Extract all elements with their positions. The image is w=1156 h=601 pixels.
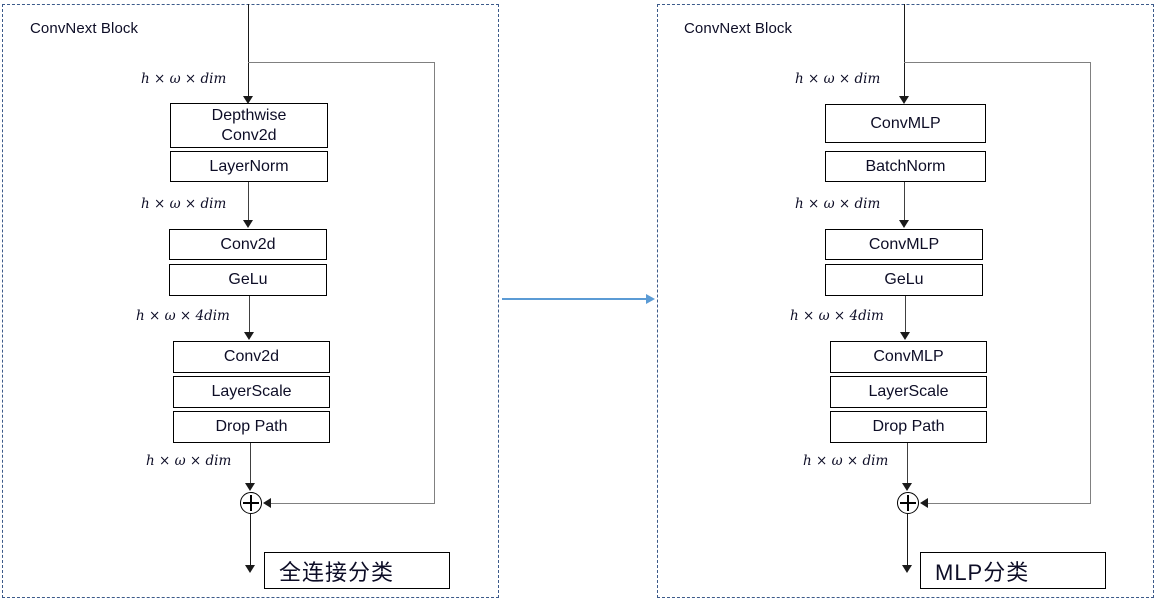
right-output-arrowhead	[902, 565, 912, 573]
left-block-depthwise-conv2d: Depthwise Conv2d	[170, 103, 328, 148]
right-classifier-box: MLP分类	[920, 552, 1106, 589]
right-shape-label-in: h × ω × dim	[795, 71, 881, 87]
right-block-batchnorm: BatchNorm	[825, 151, 986, 182]
left-block-drop-path: Drop Path	[173, 411, 330, 443]
right-input-line	[904, 4, 905, 99]
left-input-arrowhead	[243, 96, 253, 104]
right-bypass-right-segment	[1090, 62, 1091, 503]
right-bypass-arrowhead	[920, 498, 928, 508]
left-link-3-line	[250, 443, 251, 485]
panel-connector-arrowhead	[646, 294, 655, 304]
left-shape-label-expand: h × ω × 4dim	[136, 308, 230, 324]
left-output-arrowhead	[245, 565, 255, 573]
right-block-convmlp-2: ConvMLP	[825, 229, 983, 260]
left-bypass-right-segment	[434, 62, 435, 503]
right-link-3-line	[907, 443, 908, 485]
left-link-2-arrowhead	[244, 332, 254, 340]
left-input-line	[248, 4, 249, 99]
right-bypass-top-segment	[904, 62, 1090, 63]
right-link-1-arrowhead	[899, 220, 909, 228]
right-shape-label-mid: h × ω × dim	[795, 196, 881, 212]
right-link-2-arrowhead	[900, 332, 910, 340]
left-block-layernorm: LayerNorm	[170, 151, 328, 182]
right-bypass-bottom-segment	[925, 503, 1091, 504]
left-residual-add-node	[240, 492, 262, 514]
right-shape-label-expand: h × ω × 4dim	[790, 308, 884, 324]
right-block-convmlp-1: ConvMLP	[825, 104, 986, 143]
right-link-2-line	[905, 296, 906, 334]
left-block-conv2d-2: Conv2d	[173, 341, 330, 373]
panel-right-convnext-block	[657, 4, 1154, 598]
left-shape-label-mid: h × ω × dim	[141, 196, 227, 212]
panel-left-convnext-block	[2, 4, 499, 598]
left-block-layerscale: LayerScale	[173, 376, 330, 408]
left-link-3-arrowhead	[245, 483, 255, 491]
right-link-1-line	[904, 182, 905, 222]
left-classifier-box: 全连接分类	[264, 552, 450, 589]
right-block-gelu: GeLu	[825, 264, 983, 296]
right-shape-label-out: h × ω × dim	[803, 453, 889, 469]
left-block-conv2d-1: Conv2d	[169, 229, 327, 260]
left-bypass-bottom-segment	[268, 503, 435, 504]
left-block-gelu: GeLu	[169, 264, 327, 296]
right-link-3-arrowhead	[902, 483, 912, 491]
left-shape-label-out: h × ω × dim	[146, 453, 232, 469]
left-link-2-line	[249, 296, 250, 334]
right-input-arrowhead	[899, 96, 909, 104]
right-block-layerscale: LayerScale	[830, 376, 987, 408]
left-bypass-arrowhead	[263, 498, 271, 508]
left-bypass-top-segment	[248, 62, 434, 63]
right-block-drop-path: Drop Path	[830, 411, 987, 443]
left-shape-label-in: h × ω × dim	[141, 71, 227, 87]
left-link-1-arrowhead	[243, 220, 253, 228]
left-link-1-line	[248, 182, 249, 222]
panel-left-title: ConvNext Block	[30, 20, 139, 37]
right-block-convmlp-3: ConvMLP	[830, 341, 987, 373]
panel-connector-line	[502, 298, 648, 300]
panel-right-title: ConvNext Block	[684, 20, 793, 37]
left-output-line	[250, 514, 251, 567]
right-residual-add-node	[897, 492, 919, 514]
right-output-line	[907, 514, 908, 567]
